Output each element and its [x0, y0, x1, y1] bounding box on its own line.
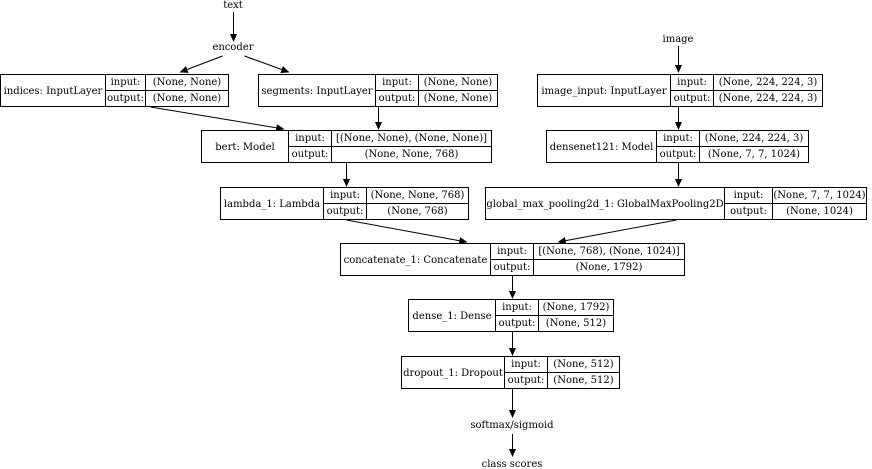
input-shape: (None, 7, 7, 1024) — [773, 190, 865, 201]
input-label: input: — [502, 302, 532, 313]
input-shape: (None, None, 768) — [371, 190, 465, 201]
input-shape: (None, 1792) — [543, 302, 610, 313]
input-shape: (None, 224, 224, 3) — [705, 133, 804, 144]
output-label: output: — [508, 375, 545, 386]
text-label: text — [223, 0, 243, 11]
arrow-gmp-to-concat — [559, 219, 677, 242]
output-shape: (None, 7, 7, 1024) — [708, 149, 800, 160]
layer-nodes: indices: InputLayer input: (None, None) out… — [0, 74, 867, 389]
layer-node-dropout: dropout_1: Dropout input: (None, 512) outpu… — [401, 356, 620, 389]
input-shape: [(None, 768), (None, 1024)] — [538, 246, 679, 257]
layer-node-concat: concatenate_1: Concatenate input: [(None, … — [340, 243, 685, 276]
layer-node-densenet: densenet121: Model input: (None, 224, 224,… — [546, 130, 809, 163]
layer-node-gmp: global_max_pooling2d_1: GlobalMaxPooling… — [485, 187, 867, 220]
layer-node-indices: indices: InputLayer input: (None, None) out… — [0, 74, 229, 107]
arrow-indices-to-bert — [150, 106, 284, 129]
layer-name: dropout_1: Dropout — [403, 368, 503, 379]
output-shape: (None, 768) — [387, 206, 447, 217]
output-label: output: — [327, 206, 364, 217]
output-label: output: — [494, 262, 531, 273]
layer-node-dense: dense_1: Dense input: (None, 1792) output: (… — [408, 299, 614, 332]
output-label: output: — [499, 318, 536, 329]
output-label: output: — [107, 93, 144, 104]
layer-name: lambda_1: Lambda — [224, 199, 320, 210]
input-label: input: — [511, 359, 541, 370]
layer-name: concatenate_1: Concatenate — [344, 255, 488, 266]
input-label: input: — [677, 77, 707, 88]
layer-name: image_input: InputLayer — [541, 86, 666, 97]
input-shape: (None, None) — [153, 77, 222, 88]
output-label: output: — [674, 93, 711, 104]
layer-name: global_max_pooling2d_1: GlobalMaxPooling… — [486, 199, 723, 210]
input-label: input: — [382, 77, 412, 88]
output-label: output: — [292, 149, 329, 160]
output-shape: (None, 1792) — [576, 262, 643, 273]
output-label: output: — [379, 93, 416, 104]
arrow-encoder-to-segments — [244, 55, 289, 72]
output-shape: (None, None) — [424, 93, 493, 104]
output-shape: (None, None, 768) — [365, 149, 459, 160]
output-shape: (None, None) — [153, 93, 222, 104]
input-shape: (None, 224, 224, 3) — [719, 77, 818, 88]
output-shape: (None, 512) — [546, 318, 606, 329]
input-shape: (None, None) — [424, 77, 493, 88]
arrow-encoder-to-indices — [181, 55, 223, 72]
input-label: input: — [663, 133, 693, 144]
layer-name: densenet121: Model — [550, 142, 654, 153]
input-label: input: — [734, 190, 764, 201]
input-label: input: — [497, 246, 527, 257]
output-label: output: — [730, 206, 767, 217]
input-label: input: — [295, 133, 325, 144]
edges — [150, 12, 679, 456]
class-scores-label: class scores — [482, 459, 543, 469]
input-label: input: — [330, 190, 360, 201]
layer-node-image_input: image_input: InputLayer input: (None, 224,… — [537, 74, 823, 107]
softmax-sigmoid-label: softmax/sigmoid — [470, 420, 554, 431]
layer-name: indices: InputLayer — [4, 86, 103, 97]
output-shape: (None, 224, 224, 3) — [719, 93, 818, 104]
encoder-label: encoder — [212, 42, 253, 53]
output-label: output: — [660, 149, 697, 160]
layer-name: dense_1: Dense — [412, 311, 491, 322]
output-shape: (None, 1024) — [786, 206, 853, 217]
input-label: input: — [111, 77, 141, 88]
input-shape: [(None, None), (None, None)] — [336, 133, 487, 144]
output-shape: (None, 512) — [553, 375, 613, 386]
input-shape: (None, 512) — [553, 359, 613, 370]
image-label: image — [663, 34, 694, 45]
layer-node-lambda: lambda_1: Lambda input: (None, None, 768) o… — [220, 187, 469, 220]
layer-name: segments: InputLayer — [261, 86, 372, 97]
layer-name: bert: Model — [215, 142, 274, 153]
arrow-lambda-to-concat — [346, 219, 467, 242]
layer-node-segments: segments: InputLayer input: (None, None) ou… — [258, 74, 498, 107]
layer-node-bert: bert: Model input: [(None, None), (None, N… — [201, 130, 492, 163]
